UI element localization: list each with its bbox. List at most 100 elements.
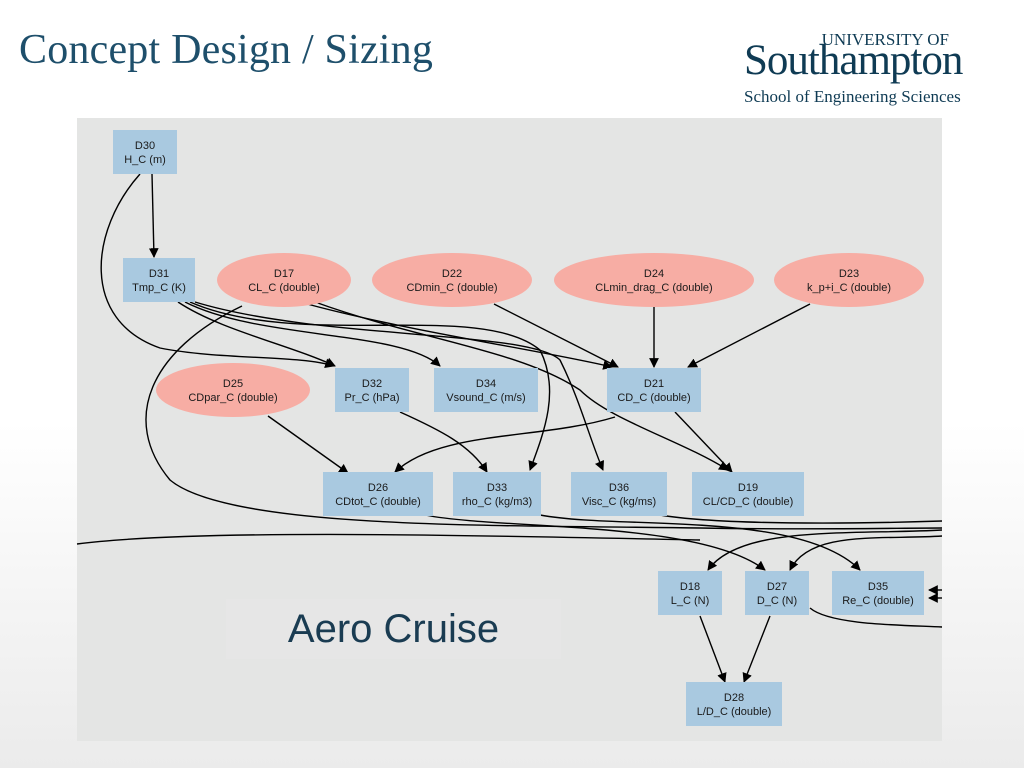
node-label: CL/CD_C (double) bbox=[703, 496, 793, 508]
node-id: D35 bbox=[868, 581, 888, 593]
node-shape bbox=[434, 368, 538, 412]
node-label: Visc_C (kg/ms) bbox=[582, 496, 656, 508]
node-id: D22 bbox=[442, 268, 462, 280]
university-logo: UNIVERSITY OF Southampton School of Engi… bbox=[742, 30, 987, 110]
node-id: D28 bbox=[724, 692, 744, 704]
node-shape bbox=[832, 571, 924, 615]
edge-d32-d33 bbox=[399, 411, 488, 473]
node-id: D31 bbox=[149, 268, 169, 280]
node-shape bbox=[335, 368, 409, 412]
edge-d23-d21 bbox=[687, 303, 811, 368]
node-id: D27 bbox=[767, 581, 787, 593]
edge-d36-d35 bbox=[659, 514, 943, 524]
edge-d31-d32 bbox=[177, 301, 336, 367]
edge-d31-d36 bbox=[194, 301, 604, 471]
edge-d31-d34 bbox=[184, 301, 441, 367]
node-id: D30 bbox=[135, 140, 155, 152]
edge-d30-d31 bbox=[148, 173, 159, 258]
node-shape bbox=[745, 571, 809, 615]
node-label: H_C (m) bbox=[124, 154, 166, 166]
edge-left-crossing bbox=[76, 533, 701, 545]
edge-right-d18 bbox=[707, 529, 943, 571]
edge-d26-d27 bbox=[424, 514, 766, 571]
node-shape bbox=[156, 363, 310, 417]
node-label: CL_C (double) bbox=[248, 282, 320, 294]
edge-d25-d26 bbox=[267, 415, 349, 474]
node-id: D33 bbox=[487, 482, 507, 494]
edge-d17-d19 bbox=[314, 301, 729, 471]
edge-d18-d28 bbox=[699, 615, 727, 683]
node-d23: D23 k_p+i_C (double) bbox=[774, 253, 924, 307]
node-label: CDtot_C (double) bbox=[335, 496, 421, 508]
node-label: L/D_C (double) bbox=[697, 706, 772, 718]
node-label: Vsound_C (m/s) bbox=[446, 392, 525, 404]
node-shape bbox=[453, 472, 541, 516]
node-shape bbox=[113, 130, 177, 174]
edge-d21-d19 bbox=[674, 411, 733, 473]
node-label: Tmp_C (K) bbox=[132, 282, 186, 294]
node-shape bbox=[607, 368, 701, 412]
edge-d17-d21 bbox=[299, 301, 613, 370]
graph-edges bbox=[76, 173, 943, 683]
node-label: Re_C (double) bbox=[842, 595, 914, 607]
node-shape bbox=[372, 253, 532, 307]
node-id: D19 bbox=[738, 482, 758, 494]
logo-university-of: UNIVERSITY OF bbox=[821, 30, 949, 49]
node-shape bbox=[658, 571, 722, 615]
node-id: D32 bbox=[362, 378, 382, 390]
edge-d17-d18 bbox=[145, 305, 943, 530]
node-label: L_C (N) bbox=[671, 595, 710, 607]
node-shape bbox=[571, 472, 667, 516]
node-shape bbox=[686, 682, 782, 726]
node-label: k_p+i_C (double) bbox=[807, 282, 891, 294]
node-label: CDpar_C (double) bbox=[188, 392, 277, 404]
edge-d27-d28 bbox=[742, 615, 771, 683]
edge-d22-d21 bbox=[493, 303, 619, 368]
node-shape bbox=[217, 253, 351, 307]
node-shape bbox=[554, 253, 754, 307]
node-shape bbox=[323, 472, 433, 516]
aero-cruise-label: Aero Cruise bbox=[226, 599, 561, 659]
logo-school: School of Engineering Sciences bbox=[744, 87, 961, 106]
edge-d30-d32 bbox=[100, 173, 335, 368]
node-label: Pr_C (hPa) bbox=[344, 392, 399, 404]
edge-d27-right bbox=[809, 607, 943, 628]
slide-title: Concept Design / Sizing bbox=[19, 27, 434, 73]
node-id: D24 bbox=[644, 268, 664, 280]
node-id: D26 bbox=[368, 482, 388, 494]
node-label: CDmin_C (double) bbox=[406, 282, 497, 294]
node-id: D17 bbox=[274, 268, 294, 280]
edge-right-d27 bbox=[789, 535, 943, 571]
node-label: D_C (N) bbox=[757, 595, 797, 607]
node-shape bbox=[692, 472, 804, 516]
edge-d31-d33 bbox=[189, 301, 551, 471]
node-label: CLmin_drag_C (double) bbox=[595, 282, 712, 294]
node-id: D23 bbox=[839, 268, 859, 280]
node-id: D36 bbox=[609, 482, 629, 494]
node-label: CD_C (double) bbox=[617, 392, 690, 404]
node-id: D34 bbox=[476, 378, 496, 390]
node-id: D25 bbox=[223, 378, 243, 390]
node-shape bbox=[123, 258, 195, 302]
node-shape bbox=[774, 253, 924, 307]
node-id: D21 bbox=[644, 378, 664, 390]
edge-d33-d35 bbox=[539, 514, 861, 571]
node-id: D18 bbox=[680, 581, 700, 593]
